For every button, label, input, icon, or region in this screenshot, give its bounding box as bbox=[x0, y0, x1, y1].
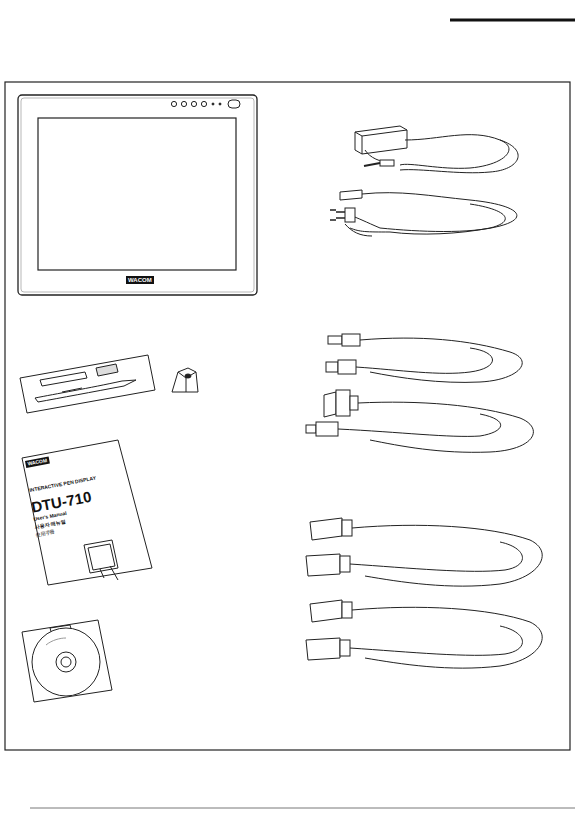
pen-holder bbox=[172, 368, 198, 392]
power-cord bbox=[330, 190, 517, 236]
outer-frame bbox=[5, 82, 570, 750]
cd-rom bbox=[22, 620, 112, 702]
footer-rule bbox=[30, 808, 575, 809]
brand-logo: WACOM bbox=[126, 276, 154, 284]
header-rule bbox=[450, 19, 575, 22]
users-manual bbox=[22, 440, 152, 585]
pen-case bbox=[20, 355, 155, 413]
serial-cable bbox=[306, 390, 533, 452]
video-cable bbox=[306, 600, 542, 668]
pen-display bbox=[18, 95, 257, 295]
usb-cable bbox=[326, 334, 522, 382]
ac-adapter bbox=[355, 126, 518, 173]
video-cable bbox=[306, 518, 542, 586]
